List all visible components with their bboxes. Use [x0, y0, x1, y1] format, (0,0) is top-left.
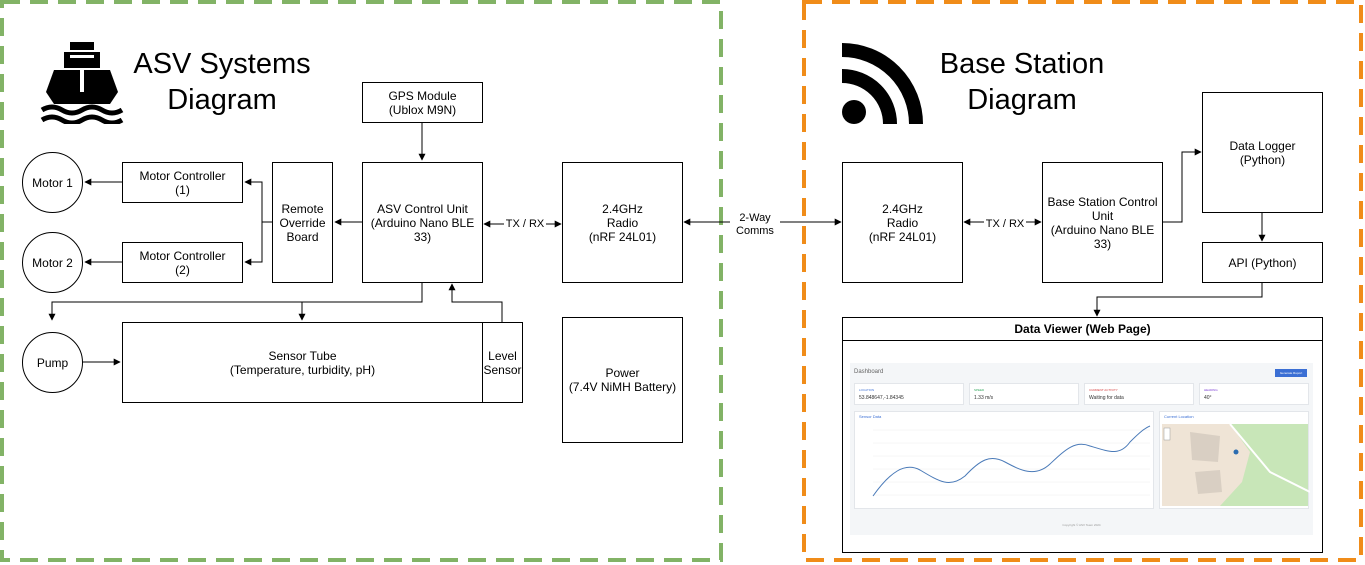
card-value: 40°: [1204, 395, 1212, 401]
asv-section-border: [0, 0, 723, 562]
motor-2: Motor 2: [22, 232, 83, 293]
card-value: Waiting for data: [1089, 395, 1124, 401]
asv-txrx-label: TX / RX: [504, 218, 546, 231]
data-viewer-title: Data Viewer (Web Page): [843, 318, 1322, 341]
power-supply: Power (7.4V NiMH Battery): [562, 317, 683, 443]
base-radio: 2.4GHz Radio (nRF 24L01): [842, 162, 963, 283]
card-value: 53.848647,-1.84345: [859, 395, 904, 401]
card-key: LOCATION: [859, 388, 875, 392]
rss-feed-icon: [841, 43, 923, 125]
card-value: 1.33 m/s: [974, 395, 994, 401]
motor-controller-1: Motor Controller (1): [122, 162, 243, 203]
base-diagram-title: Base Station Diagram: [939, 48, 1105, 116]
data-logger: Data Logger (Python): [1202, 92, 1323, 213]
speed-card: SPEED 1.33 m/s: [969, 383, 1079, 405]
asv-control-unit: ASV Control Unit (Arduino Nano BLE 33): [362, 162, 483, 283]
asv-diagram-title: ASV Systems Diagram: [133, 48, 311, 116]
heading-card: HEADING 40°: [1199, 383, 1309, 405]
sensor-tube: Sensor Tube (Temperature, turbidity, pH): [122, 322, 483, 403]
dashboard-title: Dashboard: [854, 369, 884, 375]
base-control-unit: Base Station Control Unit (Arduino Nano …: [1042, 162, 1163, 283]
base-txrx-label: TX / RX: [984, 218, 1026, 231]
level-sensor: Level Sensor: [482, 322, 523, 403]
card-key: HEADING: [1204, 388, 1218, 392]
pump: Pump: [22, 332, 83, 393]
location-map-panel: Current Location: [1159, 411, 1310, 509]
location-card: LOCATION 53.848647,-1.84345: [854, 383, 964, 405]
dashboard-footer: Copyright © ASV Team 2024: [1062, 523, 1101, 527]
sensor-chart-panel: Sensor Data: [854, 411, 1154, 509]
card-key: CURRENT ACTIVITY: [1089, 388, 1118, 392]
api: API (Python): [1202, 242, 1323, 283]
sensor-line-chart: [872, 425, 1151, 497]
panel-header: Current Location: [1164, 414, 1194, 419]
comms-label: 2-Way Comms: [730, 212, 780, 238]
ship-icon: [40, 42, 124, 124]
panel-header: Sensor Data: [859, 414, 882, 419]
motor-1: Motor 1: [22, 152, 83, 213]
card-key: SPEED: [974, 388, 985, 392]
gps-module: GPS Module (Ublox M9N): [362, 82, 483, 123]
export-button: Generate Report: [1275, 369, 1307, 377]
asv-radio: 2.4GHz Radio (nRF 24L01): [562, 162, 683, 283]
motor-controller-2: Motor Controller (2): [122, 242, 243, 283]
remote-override-board: Remote Override Board: [272, 162, 333, 283]
location-map: [1162, 423, 1310, 506]
dashboard-screenshot: Dashboard Generate Report LOCATION 53.84…: [850, 363, 1313, 535]
activity-card: CURRENT ACTIVITY Waiting for data: [1084, 383, 1194, 405]
